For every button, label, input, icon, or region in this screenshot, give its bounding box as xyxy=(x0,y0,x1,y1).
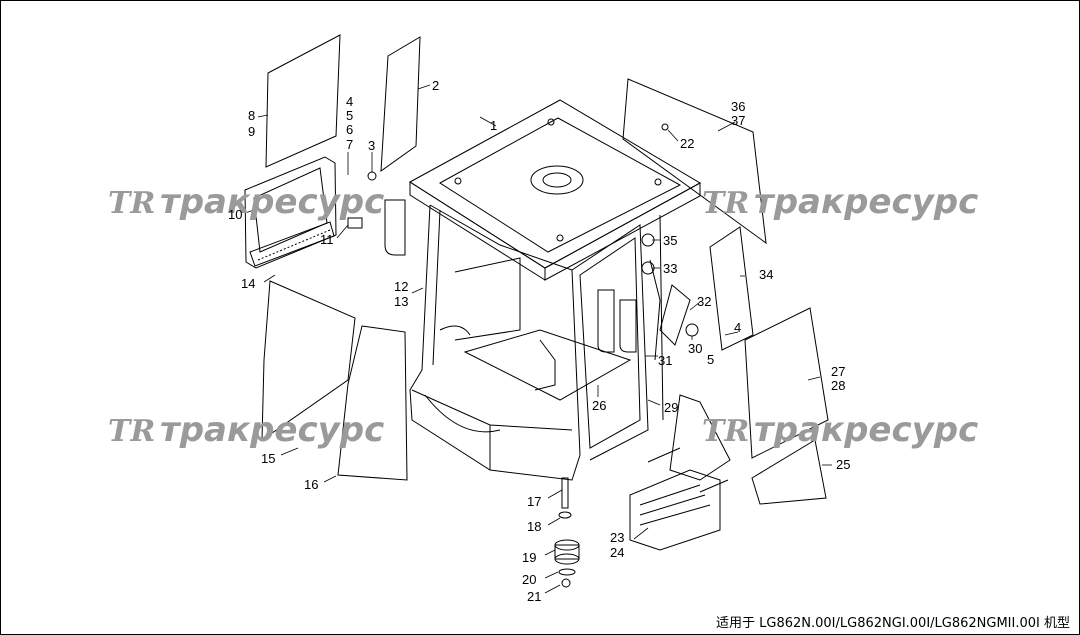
callout-label: 25 xyxy=(836,457,850,472)
callout-label: 17 xyxy=(527,494,541,509)
glass-panel-8-9 xyxy=(265,34,341,168)
pin-22 xyxy=(661,123,669,131)
cab-frame xyxy=(409,204,664,481)
glass-panel-2 xyxy=(380,36,421,173)
bolt-30 xyxy=(685,323,699,337)
watermark-2: TR тракресурс xyxy=(702,182,978,222)
callout-label: 32 xyxy=(697,294,711,309)
mount-stack xyxy=(554,477,580,588)
callout-label: 36 xyxy=(731,99,745,114)
svg-text:тракресурс: тракресурс xyxy=(754,182,978,222)
svg-text:тракресурс: тракресурс xyxy=(754,410,978,450)
callout-label: 23 xyxy=(610,530,624,545)
bracket-32 xyxy=(659,284,691,346)
callout-label: 19 xyxy=(522,550,536,565)
callout-label: 27 xyxy=(831,364,845,379)
callout-label: 13 xyxy=(394,294,408,309)
svg-text:TR: TR xyxy=(108,414,155,449)
svg-text:TR: TR xyxy=(702,186,749,221)
latch-11 xyxy=(347,217,363,229)
watermark-3: TR тракресурс xyxy=(108,410,384,450)
callout-label: 3 xyxy=(368,138,375,153)
callout-label: 16 xyxy=(304,477,318,492)
seat-assembly xyxy=(629,394,731,551)
glass-panel-14-15 xyxy=(261,280,356,441)
bolt-3 xyxy=(367,171,377,181)
callout-label: 9 xyxy=(248,124,255,139)
callout-label: 30 xyxy=(688,341,702,356)
callout-label: 4 xyxy=(346,94,353,109)
watermark-1: TR тракресурс xyxy=(108,182,384,222)
callout-label: 31 xyxy=(658,353,672,368)
callout-label: 11 xyxy=(320,232,334,247)
callout-label: 5 xyxy=(346,108,353,123)
door-assembly xyxy=(244,156,337,269)
callout-label: 26 xyxy=(592,398,606,413)
callout-labels: 1 2 3 4 5 6 7 8 9 10 11 12 13 14 15 16 1… xyxy=(228,78,850,604)
callout-label: 6 xyxy=(346,122,353,137)
callout-label: 28 xyxy=(831,378,845,393)
callout-label: 34 xyxy=(759,267,773,282)
callout-label: 1 xyxy=(490,118,497,133)
callout-label: 2 xyxy=(432,78,439,93)
callout-label: 8 xyxy=(248,108,255,123)
svg-text:TR: TR xyxy=(108,186,155,221)
callout-label: 33 xyxy=(663,261,677,276)
callout-label: 4 xyxy=(734,320,741,335)
callout-label: 22 xyxy=(680,136,694,151)
glass-panel-27-28 xyxy=(744,307,829,459)
callout-label: 37 xyxy=(731,113,745,128)
callout-label: 15 xyxy=(261,451,275,466)
callout-label: 12 xyxy=(394,279,408,294)
callout-label: 35 xyxy=(663,233,677,248)
handle-right-2 xyxy=(619,299,637,353)
handle-left xyxy=(384,199,406,256)
leader-lines xyxy=(244,84,832,594)
callout-label: 14 xyxy=(241,276,255,291)
glass-panel-25 xyxy=(751,439,827,505)
callout-label: 20 xyxy=(522,572,536,587)
watermark-4: TR тракресурс xyxy=(702,410,978,450)
callout-label: 5 xyxy=(707,352,714,367)
glass-panel-16 xyxy=(337,325,408,481)
callout-label: 18 xyxy=(527,519,541,534)
callout-label: 21 xyxy=(527,589,541,604)
svg-text:тракресурс: тракресурс xyxy=(160,410,384,450)
handle-right xyxy=(597,289,615,353)
callout-label: 7 xyxy=(346,137,353,152)
svg-text:TR: TR xyxy=(702,414,749,449)
cab-roof xyxy=(409,99,702,281)
callout-label: 29 xyxy=(664,400,678,415)
callout-label: 10 xyxy=(228,207,242,222)
model-applicability-note: 适用于 LG862N.00I/LG862NGI.00I/LG862NGMII.0… xyxy=(716,616,1070,631)
glass-panel-36-37 xyxy=(622,78,767,245)
callout-label: 24 xyxy=(610,545,624,560)
svg-text:тракресурс: тракресурс xyxy=(160,182,384,222)
glass-panel-34 xyxy=(709,226,754,351)
